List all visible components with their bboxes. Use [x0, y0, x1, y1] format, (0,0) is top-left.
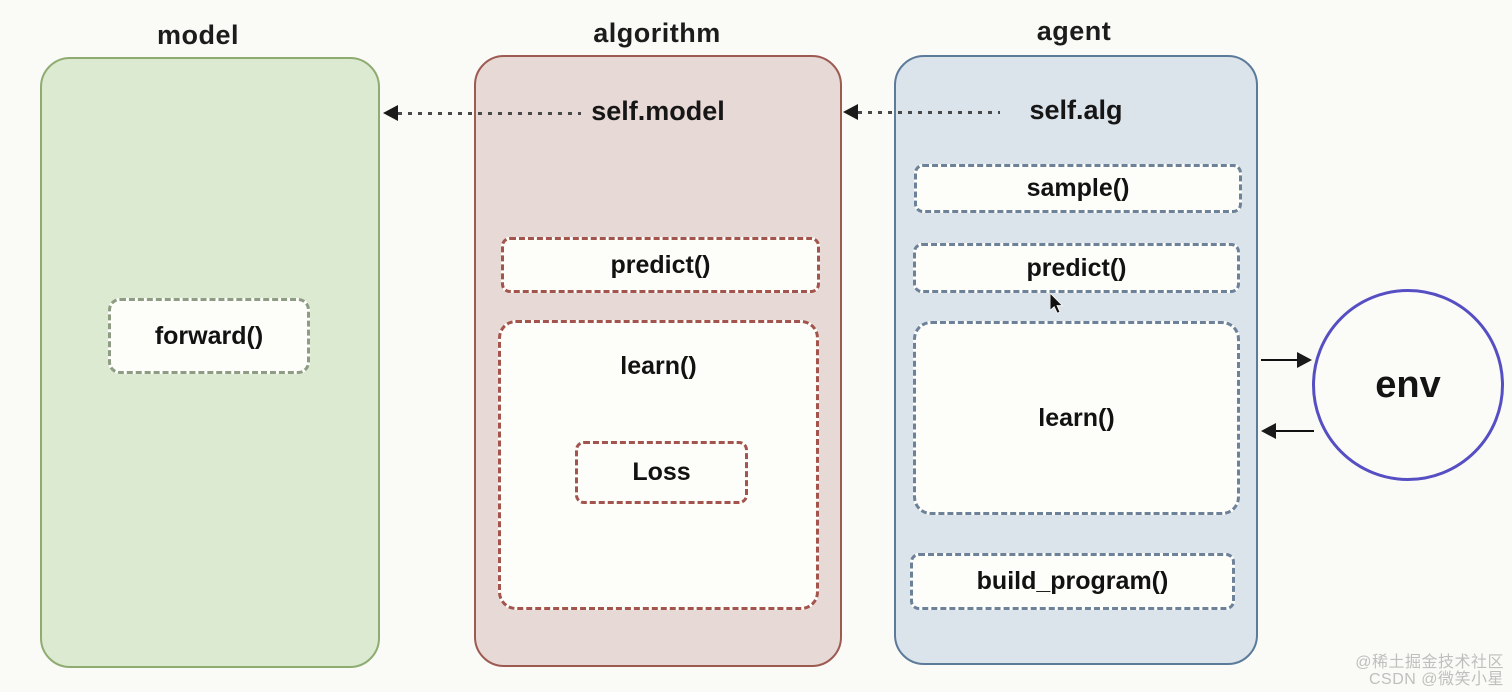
loss-box: Loss	[575, 441, 748, 504]
self-alg-label: self.alg	[1029, 95, 1123, 125]
watermark: @稀土掘金技术社区 CSDN @微笑小星	[1355, 654, 1504, 688]
env-circle: env	[1312, 289, 1504, 481]
arrow-env-to-agent	[1261, 423, 1314, 439]
agent-learn-method-box: learn()	[913, 321, 1240, 515]
agent-predict-method-box: predict()	[913, 243, 1240, 293]
arrowhead-left-icon	[843, 104, 858, 120]
arrowhead-right-icon	[1297, 352, 1312, 368]
algorithm-learn-label: learn()	[620, 352, 697, 380]
agent-sample-method-box: sample()	[914, 164, 1242, 213]
arrow-agent-to-env	[1261, 352, 1312, 368]
agent-build-program-method-box: build_program()	[910, 553, 1235, 610]
watermark-line1: @稀土掘金技术社区	[1355, 654, 1504, 671]
model-title: model	[156, 20, 239, 50]
self-model-label: self.model	[591, 96, 725, 126]
arrow-selfalg-to-algorithm	[843, 104, 1000, 120]
model-box: forward()	[40, 57, 380, 668]
arrowhead-left-icon	[1261, 423, 1276, 439]
mouse-cursor-icon	[1049, 291, 1064, 314]
forward-method-box: forward()	[108, 298, 310, 374]
arrow-selfmodel-to-model	[383, 105, 581, 121]
algorithm-predict-method-box: predict()	[501, 237, 820, 293]
watermark-line2: CSDN @微笑小星	[1368, 671, 1504, 688]
algorithm-title: algorithm	[593, 18, 721, 48]
agent-title: agent	[1036, 16, 1112, 46]
arrowhead-left-icon	[383, 105, 398, 121]
